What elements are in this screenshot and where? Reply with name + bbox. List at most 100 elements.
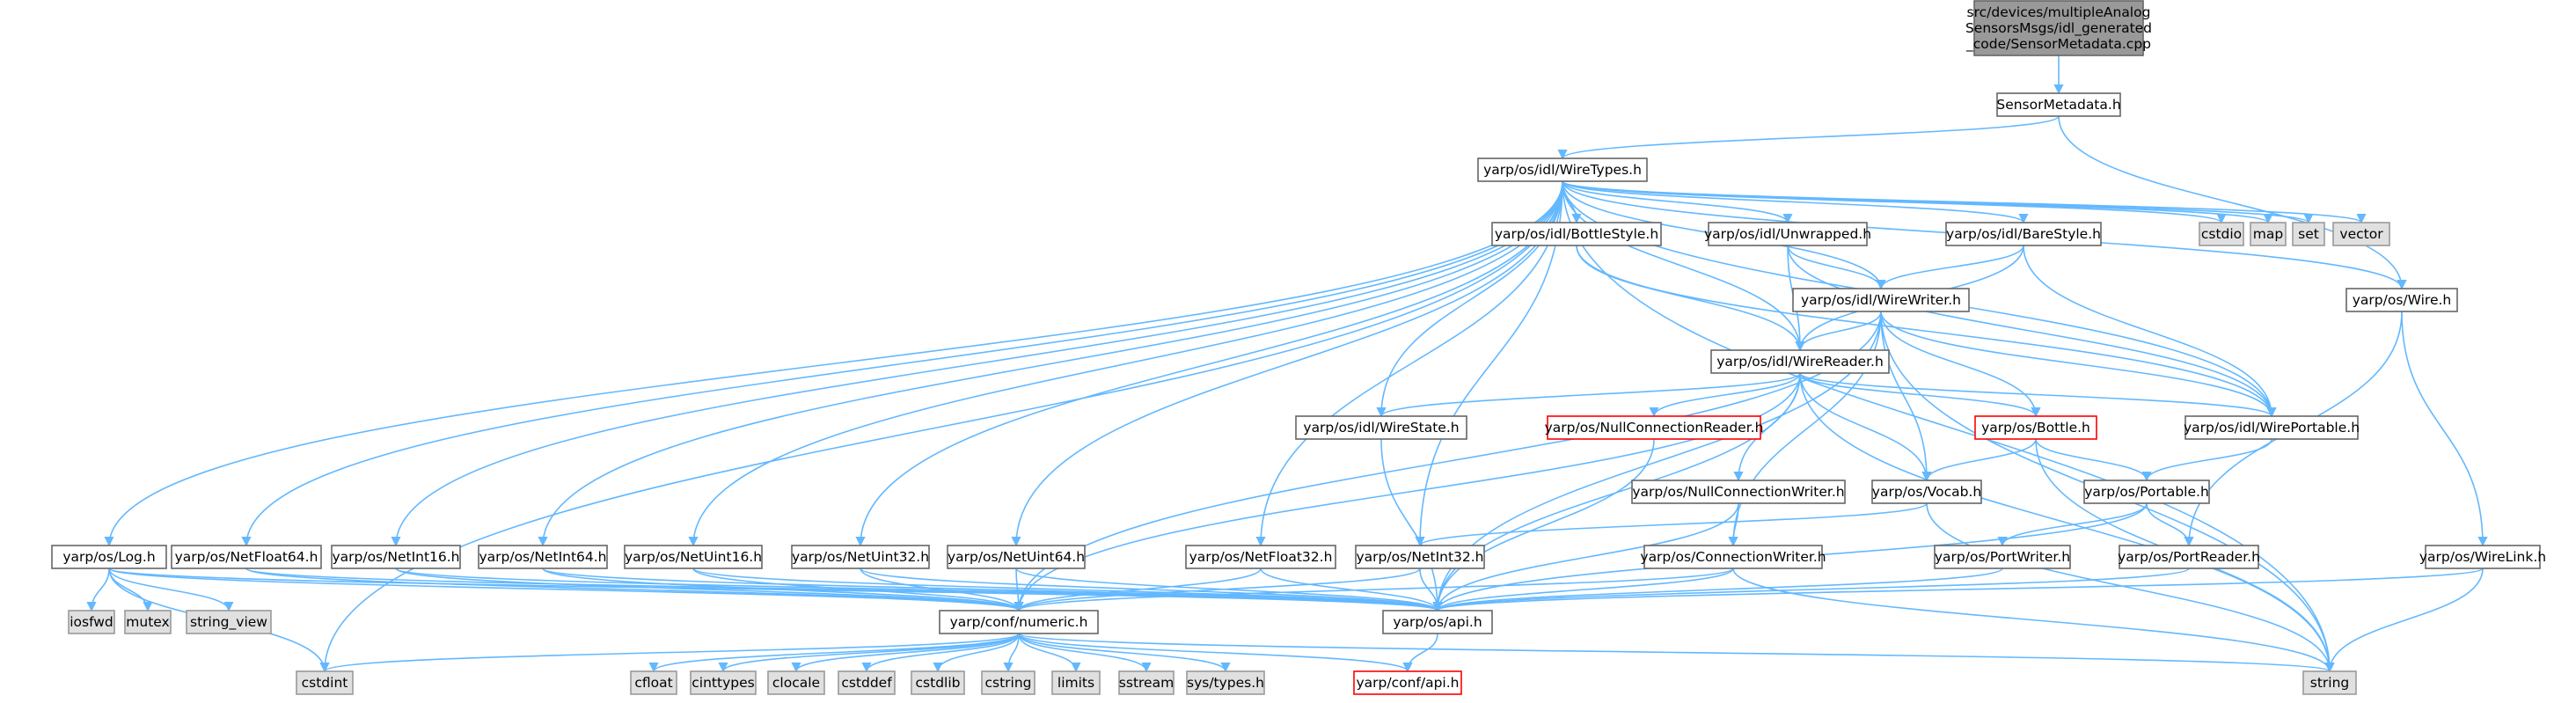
node-confapi[interactable]: yarp/conf/api.h — [1353, 670, 1462, 695]
edge-sensormetadata-to-wire — [2058, 115, 2407, 290]
edge-unwrapped-to-wireportable — [1787, 245, 2277, 418]
node-osapi[interactable]: yarp/os/api.h — [1382, 610, 1493, 634]
edge-vocab-to-string — [1926, 502, 2335, 673]
node-label-wire: yarp/os/Wire.h — [2353, 292, 2452, 308]
node-netuint32[interactable]: yarp/os/NetUint32.h — [791, 545, 930, 569]
node-numeric[interactable]: yarp/conf/numeric.h — [939, 610, 1099, 634]
node-label-clocale: clocale — [772, 675, 820, 691]
node-label-set: set — [2298, 226, 2319, 242]
edge-log-to-iosfwd — [86, 568, 110, 612]
edge-netuint16-to-numeric — [692, 568, 1024, 612]
node-netuint64[interactable]: yarp/os/NetUint64.h — [947, 545, 1086, 569]
node-vocab[interactable]: yarp/os/Vocab.h — [1871, 480, 1982, 504]
node-label-sstream: sstream — [1119, 675, 1174, 691]
node-wirewriter[interactable]: yarp/os/idl/WireWriter.h — [1792, 288, 1970, 312]
node-string_view: string_view — [186, 610, 272, 634]
node-netfloat64[interactable]: yarp/os/NetFloat64.h — [171, 545, 322, 569]
node-label-wiretypes: yarp/os/idl/WireTypes.h — [1483, 162, 1642, 178]
node-label-string: string — [2310, 675, 2350, 691]
node-label-netint64: yarp/os/NetInt64.h — [479, 549, 606, 565]
node-wire[interactable]: yarp/os/Wire.h — [2345, 288, 2458, 312]
node-box-numeric — [939, 610, 1099, 634]
edge-bottle-to-vocab — [1921, 438, 2037, 482]
edge-numeric-to-confapi — [1018, 633, 1413, 673]
edge-netint32-to-numeric — [1014, 568, 1421, 612]
node-box-map — [2250, 222, 2287, 246]
node-cstddef: cstddef — [838, 670, 896, 695]
node-nullconnwriter[interactable]: yarp/os/NullConnectionWriter.h — [1631, 480, 1846, 504]
edge-wiretypes-to-netuint16 — [688, 180, 1563, 547]
node-portwriter[interactable]: yarp/os/PortWriter.h — [1934, 545, 2071, 569]
edge-netuint32-to-numeric — [860, 568, 1024, 612]
node-netint64[interactable]: yarp/os/NetInt64.h — [478, 545, 608, 569]
node-box-cfloat — [630, 670, 677, 695]
edge-netuint32-to-osapi — [860, 568, 1443, 612]
node-label-map: map — [2253, 226, 2283, 242]
node-systypes: sys/types.h — [1186, 670, 1265, 695]
node-box-unwrapped — [1708, 222, 1868, 246]
edges-layer — [86, 55, 2488, 673]
node-wiretypes[interactable]: yarp/os/idl/WireTypes.h — [1477, 157, 1648, 182]
node-box-cstdlib — [911, 670, 965, 695]
edge-netint64-to-osapi — [542, 568, 1443, 612]
edge-wirelink-to-osapi — [1432, 568, 2484, 612]
node-box-cinttypes — [690, 670, 757, 695]
node-label-wirereader: yarp/os/idl/WireReader.h — [1716, 354, 1884, 370]
edge-barestyle-to-wireportable — [2023, 245, 2277, 418]
node-portable[interactable]: yarp/os/Portable.h — [2083, 480, 2210, 504]
edge-wiretypes-to-netuint64 — [1011, 180, 1563, 547]
edge-netint64-to-numeric — [542, 568, 1024, 612]
node-bottlestyle[interactable]: yarp/os/idl/BottleStyle.h — [1491, 222, 1662, 246]
node-nullconnreader[interactable]: yarp/os/NullConnectionReader.h — [1545, 415, 1764, 440]
node-label-wireportable: yarp/os/idl/WirePortable.h — [2184, 420, 2360, 436]
node-box-log — [51, 545, 167, 569]
node-wirelink[interactable]: yarp/os/WireLink.h — [2419, 545, 2546, 569]
node-netint16[interactable]: yarp/os/NetInt16.h — [331, 545, 461, 569]
node-label-netuint64: yarp/os/NetUint64.h — [948, 549, 1085, 565]
node-netuint16[interactable]: yarp/os/NetUint16.h — [624, 545, 763, 569]
node-wirereader[interactable]: yarp/os/idl/WireReader.h — [1710, 349, 1890, 374]
edge-portwriter-to-osapi — [1432, 568, 2003, 612]
node-label-wirestate: yarp/os/idl/WireState.h — [1303, 420, 1459, 436]
edge-wirereader-to-nullconnreader — [1649, 372, 1801, 418]
node-label-netfloat64: yarp/os/NetFloat64.h — [175, 549, 318, 565]
node-label-netfloat32: yarp/os/NetFloat32.h — [1189, 549, 1333, 565]
node-netint32[interactable]: yarp/os/NetInt32.h — [1355, 545, 1485, 569]
node-mutex: mutex — [124, 610, 172, 634]
node-vector: vector — [2332, 222, 2390, 246]
node-label-string_view: string_view — [190, 614, 267, 631]
node-box-vector — [2332, 222, 2390, 246]
edge-wiretypes-to-netint16 — [391, 180, 1563, 547]
node-log[interactable]: yarp/os/Log.h — [51, 545, 167, 569]
edge-barestyle-to-wirewriter — [1876, 245, 2024, 290]
node-box-clocale — [767, 670, 825, 695]
node-box-wirestate — [1295, 415, 1467, 440]
edge-wiretypes-to-netfloat32 — [1255, 180, 1563, 547]
edge-wireportable-to-portable — [2141, 438, 2272, 482]
node-box-iosfwd — [68, 610, 115, 634]
node-map: map — [2250, 222, 2287, 246]
node-unwrapped[interactable]: yarp/os/idl/Unwrapped.h — [1704, 222, 1871, 246]
edge-wirereader-to-wirestate — [1376, 372, 1801, 418]
node-portreader[interactable]: yarp/os/PortReader.h — [2118, 545, 2260, 569]
node-label-cstdlib: cstdlib — [916, 675, 961, 691]
node-label-netuint16: yarp/os/NetUint16.h — [625, 549, 762, 565]
node-box-wirewriter — [1792, 288, 1970, 312]
edge-wiretypes-to-vector — [1562, 180, 2367, 224]
node-wirestate[interactable]: yarp/os/idl/WireState.h — [1295, 415, 1467, 440]
node-netfloat32[interactable]: yarp/os/NetFloat32.h — [1185, 545, 1336, 569]
node-box-wirereader — [1710, 349, 1890, 374]
node-sensormetadata[interactable]: SensorMetadata.h — [1996, 92, 2121, 117]
node-bottle[interactable]: yarp/os/Bottle.h — [1974, 415, 2097, 440]
node-box-bottlestyle — [1491, 222, 1662, 246]
edge-netfloat64-to-numeric — [245, 568, 1024, 612]
node-connwriter[interactable]: yarp/os/ConnectionWriter.h — [1640, 545, 1826, 569]
node-label-wirelink: yarp/os/WireLink.h — [2419, 549, 2546, 565]
node-wireportable[interactable]: yarp/os/idl/WirePortable.h — [2184, 415, 2360, 440]
node-root[interactable]: src/devices/multipleAnalogSensorsMsgs/id… — [1965, 0, 2152, 56]
edge-numeric-to-cstddef — [861, 633, 1020, 673]
node-barestyle[interactable]: yarp/os/idl/BareStyle.h — [1945, 222, 2102, 246]
node-box-wiretypes — [1477, 157, 1648, 182]
node-label-cstdint: cstdint — [302, 675, 348, 691]
